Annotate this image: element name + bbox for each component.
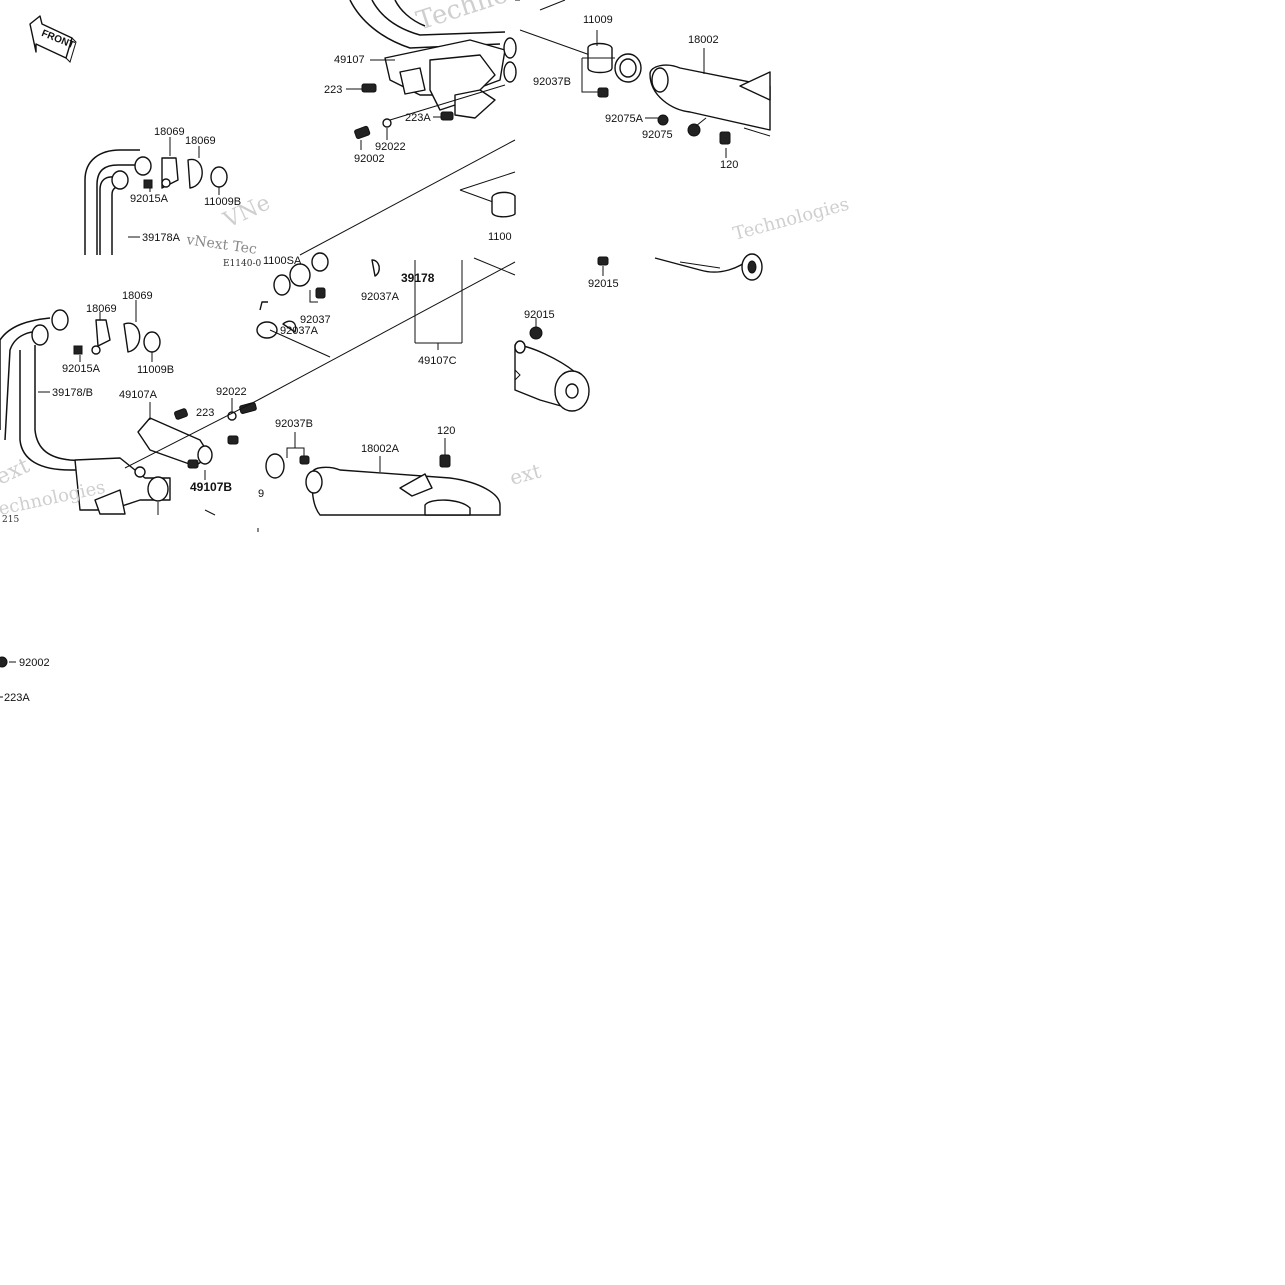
callout-18002: 18002 [688,34,719,46]
top-right-panel: 11009 18002 92037B 92075A 92075 120 [519,0,771,171]
watermark-ext: ext [507,459,543,490]
bottom-center-panel: 9 92037B 18002A 120 ext Technologies [258,194,852,516]
top-center-panel: 49107 223 223A 92022 92002 Techno [324,0,520,165]
left-lower-panel: 18069 18069 92015A 11009B 39178/B 49107A… [0,290,259,532]
callout-92022-low: 92022 [216,386,247,398]
callout-92015a-low: 92015A [62,363,101,375]
callout-223: 223 [324,84,342,96]
callout-92002: 92002 [354,153,385,165]
callout-92002-bottom: 92002 [19,657,50,669]
callout-39178b: 39178/B [52,387,93,399]
callout-11009b-top: 11009B [204,196,241,208]
callout-92022: 92022 [375,141,406,153]
callout-18069-d: 18069 [122,290,153,302]
callout-11009b-low: 11009B [137,364,174,376]
callout-49107: 49107 [334,54,365,66]
callout-92015-a: 92015 [588,278,619,290]
code-e1140: E1140-0 [223,259,262,269]
callout-39178: 39178 [401,271,435,285]
callout-18002a: 18002A [361,443,400,455]
callout-120-low: 120 [437,425,455,437]
callout-18069-b: 18069 [185,135,216,147]
middle-panel: 1100 1100SA E1140-0 39178 92037A 92037 9… [223,139,516,401]
callout-1100: 1100 [488,231,512,243]
callout-92075: 92075 [642,129,673,141]
code-215: 215 [2,515,19,525]
callout-223-low: 223 [196,407,214,419]
left-upper-panel: 18069 18069 92015A 11009B 39178A vNext T… [84,126,274,258]
callout-92075a: 92075A [605,113,644,125]
watermark-vnext-tec: vNext Tec [184,232,257,258]
callout-92037a-low: 92037A [280,325,319,337]
callout-92015a-top: 92015A [130,193,169,205]
callout-92015-b: 92015 [524,309,555,321]
callout-1100sa: 1100SA [263,255,302,267]
callout-223a-bottom: 223A [4,692,30,704]
callout-92037b-top: 92037B [533,76,571,88]
callout-120-top: 120 [720,159,738,171]
callout-18069-c: 18069 [86,303,117,315]
right-mid-panel: 92015 92015 [514,253,763,412]
lower-fragments: 92002 223A [0,656,50,704]
callout-11009-top: 11009 [583,14,613,26]
watermark-technologies: Technologies [731,194,852,245]
callout-92037a-mid: 92037A [361,291,400,303]
callout-223a: 223A [405,112,431,124]
callout-49107b: 49107B [190,480,232,494]
callout-9: 9 [258,488,264,500]
callout-92037b-low: 92037B [275,418,313,430]
callout-92037: 92037 [300,314,331,326]
callout-49107a: 49107A [119,389,158,401]
callout-18069-a: 18069 [154,126,185,138]
callout-49107c: 49107C [418,355,457,367]
front-arrow-icon: FRONT [29,15,77,63]
callout-39178a: 39178A [142,232,181,244]
watermark-techno: Techno [413,0,512,37]
